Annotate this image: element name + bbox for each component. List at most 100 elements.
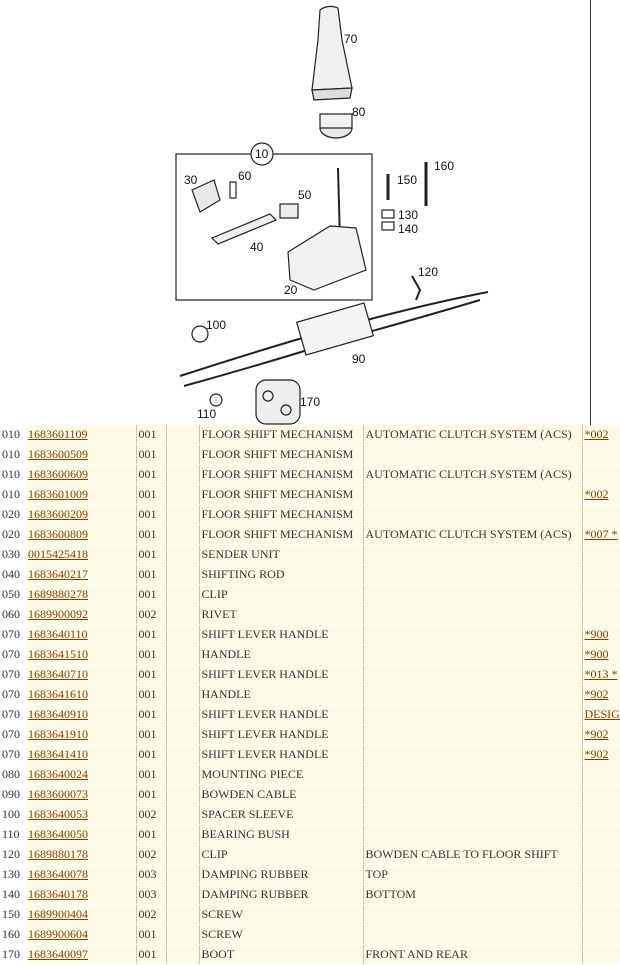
footnote-link xyxy=(582,784,620,805)
note-cell: BOWDEN CABLE TO FLOOR SHIFT xyxy=(363,844,583,865)
part-number-link[interactable]: 1689900404 xyxy=(28,907,88,921)
note-cell: AUTOMATIC CLUTCH SYSTEM (ACS) xyxy=(363,464,583,485)
callout-30: 30 xyxy=(184,173,198,187)
part-number-link[interactable]: 1683640024 xyxy=(28,767,88,781)
diagram-border xyxy=(590,0,591,425)
part-number-link[interactable]: 1683600809 xyxy=(28,527,88,541)
position-cell: 070 xyxy=(0,744,26,765)
footnote-link xyxy=(582,584,620,605)
footnote-link xyxy=(582,844,620,865)
part-number-link[interactable]: 1683641610 xyxy=(28,687,88,701)
footnote-link xyxy=(582,864,620,885)
position-cell: 010 xyxy=(0,425,26,445)
quantity-cell: 001 xyxy=(136,764,167,785)
part-number-link[interactable]: 1683600209 xyxy=(28,507,88,521)
part-number-link[interactable]: 1683601109 xyxy=(28,427,88,441)
footnote-link[interactable]: *900 xyxy=(584,647,609,661)
part-number-link[interactable]: 1689880178 xyxy=(28,847,88,861)
part-number-link[interactable]: 1683640097 xyxy=(28,947,88,961)
position-cell: 120 xyxy=(0,844,26,865)
note-cell xyxy=(363,744,583,765)
part-number-link[interactable]: 1689900092 xyxy=(28,607,88,621)
description-cell: BEARING BUSH xyxy=(199,824,364,845)
footnote-link[interactable]: DESIG xyxy=(584,707,620,721)
part-number-link[interactable]: 1683640050 xyxy=(28,827,88,841)
blank-cell xyxy=(166,904,200,925)
part-number-link[interactable]: 1683600073 xyxy=(28,787,88,801)
note-cell: AUTOMATIC CLUTCH SYSTEM (ACS) xyxy=(363,425,583,445)
quantity-cell: 001 xyxy=(136,484,167,505)
note-cell xyxy=(363,904,583,925)
part-number-link[interactable]: 1683640217 xyxy=(28,567,88,581)
footnote-link[interactable]: *002 xyxy=(584,427,609,441)
part-number-link[interactable]: 1683640078 xyxy=(28,867,88,881)
quantity-cell: 001 xyxy=(136,464,167,485)
part-number-link[interactable]: 1683601009 xyxy=(28,487,88,501)
description-cell: FLOOR SHIFT MECHANISM xyxy=(199,484,364,505)
quantity-cell: 001 xyxy=(136,784,167,805)
footnote-link[interactable]: *013 * xyxy=(584,667,618,681)
part-number-link[interactable]: 1683640110 xyxy=(28,627,88,641)
callout-70: 70 xyxy=(344,32,358,46)
blank-cell xyxy=(166,844,200,865)
part-number-link[interactable]: 1689880278 xyxy=(28,587,88,601)
quantity-cell: 001 xyxy=(136,664,167,685)
footnote-link[interactable]: *902 xyxy=(584,687,609,701)
note-cell xyxy=(363,724,583,745)
quantity-cell: 001 xyxy=(136,444,167,465)
footnote-link xyxy=(582,764,620,785)
callout-160: 160 xyxy=(434,159,455,173)
note-cell xyxy=(363,704,583,725)
blank-cell xyxy=(166,564,200,585)
description-cell: SHIFT LEVER HANDLE xyxy=(199,664,364,685)
position-cell: 020 xyxy=(0,524,26,545)
part-number-link[interactable]: 1683641910 xyxy=(28,727,88,741)
blank-cell xyxy=(166,425,200,445)
position-cell: 020 xyxy=(0,504,26,525)
boot-shape xyxy=(255,379,301,425)
quantity-cell: 001 xyxy=(136,584,167,605)
footnote-link[interactable]: *007 * xyxy=(584,527,618,541)
position-cell: 010 xyxy=(0,484,26,505)
part-number-link[interactable]: 1683640910 xyxy=(28,707,88,721)
blank-cell xyxy=(166,684,200,705)
blank-cell xyxy=(166,584,200,605)
blank-cell xyxy=(166,444,200,465)
footnote-link[interactable]: *900 xyxy=(584,627,609,641)
blank-cell xyxy=(166,504,200,525)
footnote-link[interactable]: *902 xyxy=(584,747,609,761)
description-cell: SHIFT LEVER HANDLE xyxy=(199,624,364,645)
description-cell: FLOOR SHIFT MECHANISM xyxy=(199,524,364,545)
part-number-link[interactable]: 1683640710 xyxy=(28,667,88,681)
part-number-link[interactable]: 1683640178 xyxy=(28,887,88,901)
footnote-link[interactable]: *002 xyxy=(584,487,609,501)
footnote-link[interactable]: *902 xyxy=(584,727,609,741)
blank-cell xyxy=(166,544,200,565)
part-number-link[interactable]: 1683641510 xyxy=(28,647,88,661)
part-number-link[interactable]: 1689900604 xyxy=(28,927,88,941)
callout-60: 60 xyxy=(238,169,252,183)
quantity-cell: 002 xyxy=(136,844,167,865)
footnote-link xyxy=(582,544,620,565)
position-cell: 030 xyxy=(0,544,26,565)
quantity-cell: 001 xyxy=(136,425,167,445)
position-cell: 050 xyxy=(0,584,26,605)
part-number-link[interactable]: 1683600509 xyxy=(28,447,88,461)
part-number-link[interactable]: 1683600609 xyxy=(28,467,88,481)
note-cell xyxy=(363,484,583,505)
position-cell: 010 xyxy=(0,464,26,485)
description-cell: MOUNTING PIECE xyxy=(199,764,364,785)
part-number-link[interactable]: 0015425418 xyxy=(28,547,88,561)
callout-110: 110 xyxy=(197,407,217,421)
part-number-link[interactable]: 1683641410 xyxy=(28,747,88,761)
part-number-link[interactable]: 1683640053 xyxy=(28,807,88,821)
blank-cell xyxy=(166,624,200,645)
blank-cell xyxy=(166,484,200,505)
